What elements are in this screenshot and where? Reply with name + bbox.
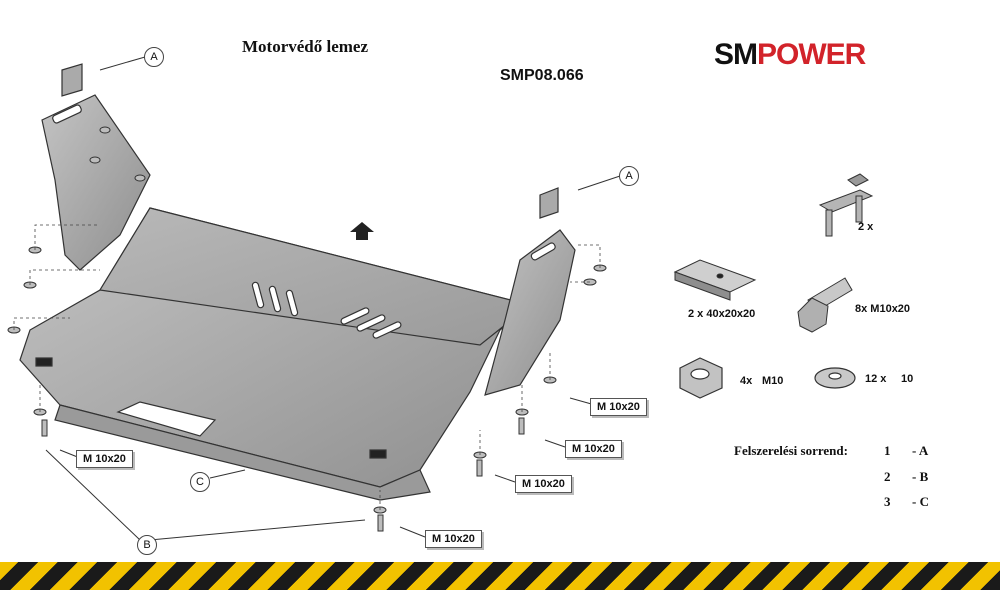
part-plate-icon	[673, 259, 757, 301]
guide-lines	[13, 224, 601, 510]
bolt-callout-1: M 10x20	[76, 450, 133, 468]
callout-a-right: A	[619, 166, 639, 186]
brand-logo: SMPOWER	[714, 38, 866, 72]
part-plate-label: 2 x 40x20x20	[688, 308, 756, 320]
hazard-stripe	[0, 562, 1000, 590]
sequence-step-2-num: 2	[884, 469, 891, 484]
sequence-step-2-part: - B	[912, 469, 929, 484]
part-nut-icon	[679, 357, 723, 399]
part-bracket-label: 2 x	[858, 221, 874, 233]
skid-plate-lip	[54, 404, 431, 501]
page-title: Motorvédő lemez	[242, 37, 369, 56]
bracket-right	[484, 187, 576, 396]
callout-c: C	[190, 472, 210, 492]
sequence-label: Felszerelési sorrend:	[734, 443, 848, 458]
logo-part-sm: SM	[714, 38, 758, 71]
part-nut-size: M10	[762, 375, 784, 387]
part-washer-icon	[814, 367, 856, 389]
part-nut-qty: 4x	[740, 375, 753, 387]
callout-a-left: A	[144, 47, 164, 67]
bolt-callout-4: M 10x20	[515, 475, 572, 493]
sequence-step-3-part: - C	[912, 494, 929, 509]
part-bolt-label: 8x M10x20	[855, 303, 911, 315]
part-bracket-icon	[818, 173, 874, 237]
bolt-callout-2: M 10x20	[590, 398, 647, 416]
sequence-step-3-num: 3	[884, 494, 891, 509]
bolt-callout-5: M 10x20	[425, 530, 482, 548]
bracket-left	[41, 63, 151, 271]
assembly-drawing	[7, 56, 874, 541]
skid-plate	[19, 207, 532, 501]
part-bolt-icon	[797, 277, 853, 333]
part-code: SMP08.066	[500, 67, 584, 84]
direction-arrow	[350, 222, 374, 240]
sequence-step-1-part: - A	[912, 443, 929, 458]
sequence-step-1-num: 1	[884, 443, 891, 458]
skid-plate-cutout	[116, 401, 217, 437]
bolt-callout-3: M 10x20	[565, 440, 622, 458]
logo-part-power: POWER	[757, 38, 866, 71]
leader-lines	[45, 56, 621, 541]
vent-slots	[251, 281, 402, 339]
callout-b: B	[137, 535, 157, 555]
part-washer-qty: 12 x	[865, 373, 887, 385]
part-washer-size: 10	[901, 373, 914, 385]
